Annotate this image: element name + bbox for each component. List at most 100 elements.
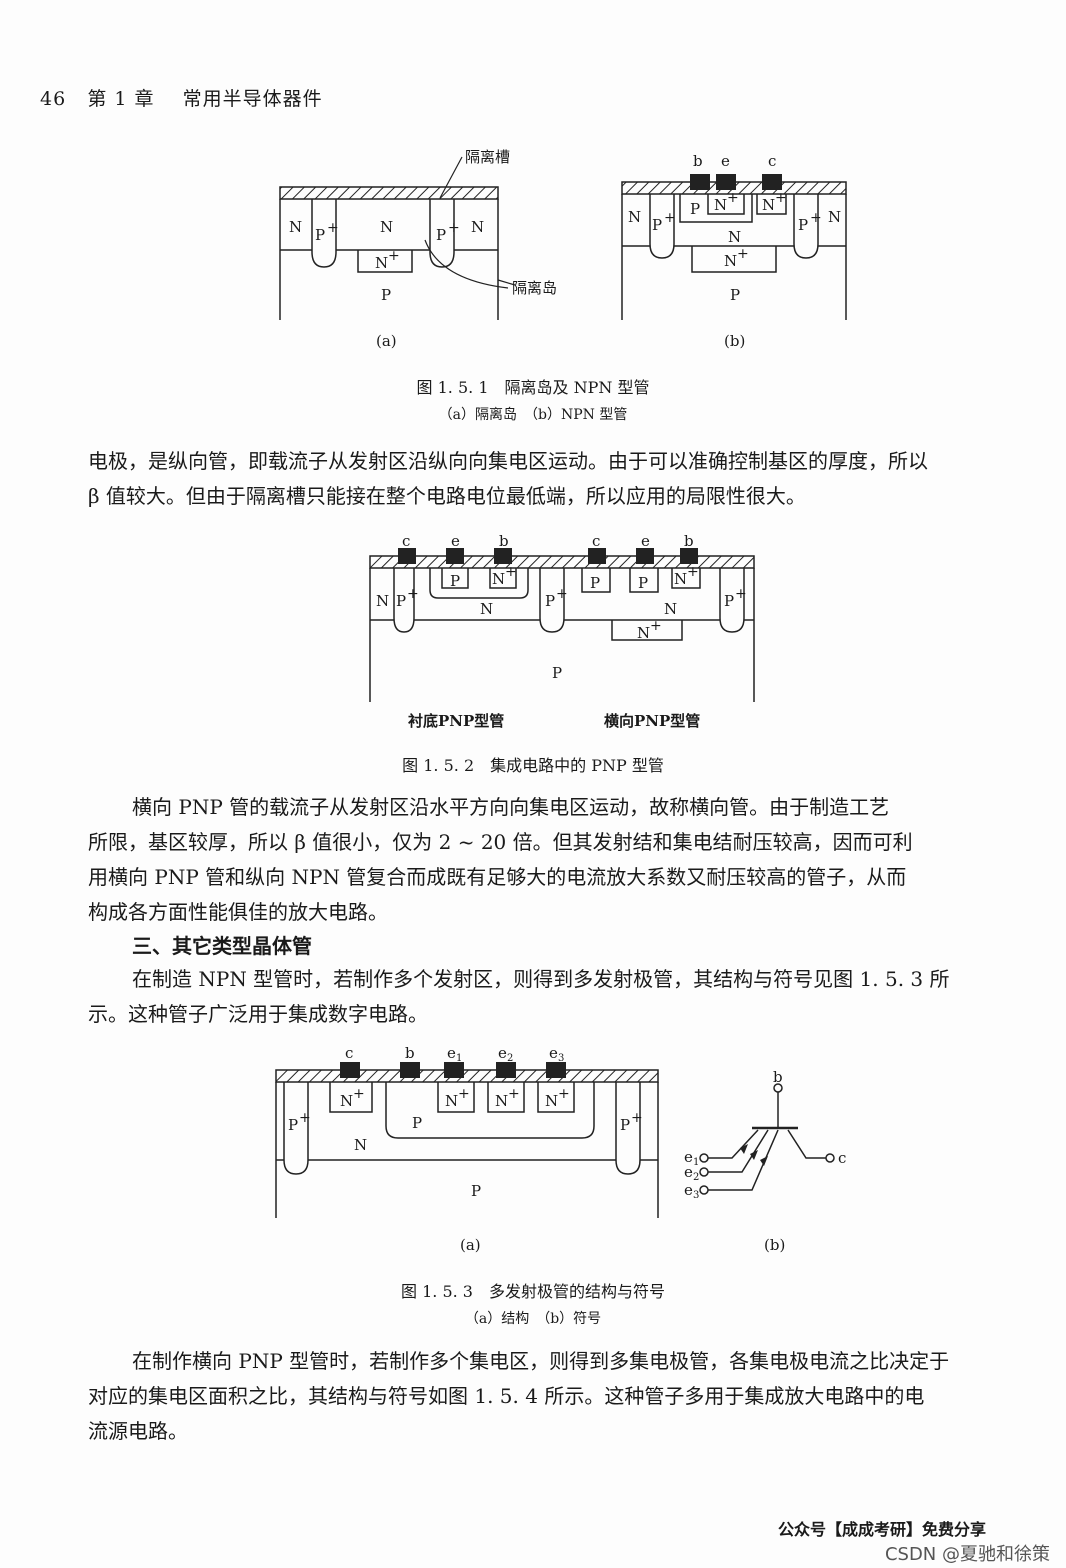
svg-text:+: +: [353, 1086, 365, 1102]
paragraph-3-line-1: 在制造 NPN 型管时，若制作多个发射区，则得到多发射极管，其结构与符号见图 1…: [132, 967, 950, 991]
section-heading-3: 三、其它类型晶体管: [132, 934, 312, 958]
paragraph-4-line-3: 流源电路。: [88, 1419, 188, 1443]
sub-label-a: (a): [376, 332, 397, 350]
paragraph-1-line-2: β 值较大。但由于隔离槽只能接在整个电路电位最低端，所以应用的局限性很大。: [88, 484, 806, 508]
figure-1-5-2: c e b c e b N P + P N + N P + P P N + N …: [369, 532, 755, 730]
svg-text:+: +: [388, 248, 400, 264]
region-p-collector: P: [590, 574, 600, 592]
left-electrode-c: c: [402, 532, 410, 550]
electrode-b: b: [693, 152, 703, 170]
region-p-plus-right: P: [798, 216, 808, 234]
region-n-plus-contact: N: [762, 196, 775, 214]
region-p-base: P: [690, 200, 700, 218]
region-n-plus-emitter: N: [714, 196, 727, 214]
figure-1-5-3a: c b e 1 e 2 e 3 P + N + P N + N + N + N …: [275, 1044, 659, 1254]
svg-text:+: +: [737, 246, 749, 262]
electrode-e3-subscript: 3: [558, 1053, 564, 1064]
electrode-c: c: [768, 152, 776, 170]
region-n-left: N: [289, 218, 302, 236]
label-isolation-groove: 隔离槽: [465, 148, 510, 166]
electrode-e3: e: [549, 1044, 558, 1062]
region-p-plus-left: P: [315, 226, 325, 244]
chapter-title: 常用半导体器件: [182, 88, 323, 110]
figure-1-5-1b: b e c N P + P N + N + N N + P + N P (b): [621, 152, 847, 350]
figure-caption-1-5-3: 图 1. 5. 3 多发射极管的结构与符号: [401, 1282, 665, 1301]
region-n-plus-collector: N: [340, 1092, 353, 1110]
svg-text:+: +: [458, 1086, 470, 1102]
label-isolation-island: 隔离岛: [512, 279, 557, 297]
page-header: 46 第 1 章 常用半导体器件: [40, 84, 323, 111]
region-n: N: [354, 1136, 367, 1154]
region-n-left: N: [628, 208, 641, 226]
region-n-left-body: N: [480, 600, 493, 618]
figure-1-5-1a: 隔离槽 隔离岛 N P + N N + P + N P (a): [279, 148, 557, 350]
figure-1-5-1: 隔离槽 隔离岛 N P + N N + P + N P (a) b e c N …: [279, 148, 847, 350]
region-p-substrate: P: [381, 286, 391, 304]
left-electrode-b: b: [499, 532, 509, 550]
figure-subcaption-1-5-1: （a）隔离岛 （b）NPN 型管: [438, 407, 628, 423]
region-p-plus-left: P: [288, 1116, 298, 1134]
svg-text:+: +: [727, 190, 739, 206]
electrode-b: b: [405, 1044, 415, 1062]
electrode-c: c: [345, 1044, 353, 1062]
svg-text:+: +: [650, 618, 662, 634]
region-p-plus-mid: P: [545, 592, 555, 610]
region-p-plus-right: P: [620, 1116, 630, 1134]
symbol-terminal-e1: e: [684, 1148, 693, 1166]
region-n-plus-e2: N: [495, 1092, 508, 1110]
svg-text:+: +: [735, 586, 747, 602]
symbol-terminal-e3-subscript: 3: [693, 1190, 699, 1201]
paragraph-3-line-2: 示。这种管子广泛用于集成数字电路。: [88, 1002, 428, 1026]
region-n-plus-e3: N: [545, 1092, 558, 1110]
symbol-terminal-c: c: [838, 1149, 846, 1167]
label-lateral-pnp: 横向PNP型管: [604, 712, 700, 730]
symbol-terminal-e2: e: [684, 1163, 693, 1181]
watermark: CSDN @夏驰和徐策: [884, 1544, 1050, 1565]
region-n-plus: N: [492, 570, 505, 588]
svg-text:+: +: [407, 586, 419, 602]
paragraph-4-line-2: 对应的集电区面积之比，其结构与符号如图 1. 5. 4 所示。这种管子多用于集成…: [88, 1384, 925, 1408]
svg-text:+: +: [775, 190, 787, 206]
svg-text:+: +: [556, 586, 568, 602]
region-p-plus: P: [396, 592, 406, 610]
region-n-plus-e1: N: [445, 1092, 458, 1110]
svg-text:+: +: [687, 564, 699, 580]
svg-text:+: +: [299, 1110, 311, 1126]
region-p-substrate: P: [471, 1182, 481, 1200]
paragraph-1-line-1: 电极，是纵向管，即载流子从发射区沿纵向向集电区运动。由于可以准确控制基区的厚度，…: [88, 449, 928, 473]
region-n-plus-base: N: [674, 570, 687, 588]
svg-text:+: +: [631, 1110, 643, 1126]
electrode-e2-subscript: 2: [507, 1053, 513, 1064]
region-n-plus-buried: N: [724, 252, 737, 270]
figure-1-5-3: c b e 1 e 2 e 3 P + N + P N + N + N + N …: [275, 1044, 846, 1254]
electrode-e2: e: [498, 1044, 507, 1062]
svg-text:+: +: [505, 564, 517, 580]
figure-subcaption-1-5-3: （a）结构 （b）符号: [464, 1311, 602, 1327]
figure-caption-1-5-2: 图 1. 5. 2 集成电路中的 PNP 型管: [402, 756, 664, 775]
figure-caption-1-5-1: 图 1. 5. 1 隔离岛及 NPN 型管: [416, 378, 650, 397]
region-p-emitter: P: [638, 574, 648, 592]
svg-text:+: +: [558, 1086, 570, 1102]
symbol-terminal-e2-subscript: 2: [693, 1172, 699, 1183]
region-n-right: N: [828, 208, 841, 226]
electrode-e1: e: [447, 1044, 456, 1062]
symbol-terminal-e1-subscript: 1: [693, 1157, 699, 1168]
footer-share-note: 公众号【成成考研】免费分享: [777, 1520, 986, 1539]
label-substrate-pnp: 衬底PNP型管: [408, 712, 504, 730]
svg-text:+: +: [327, 220, 339, 236]
chapter-number: 第 1 章: [87, 88, 155, 110]
paragraph-1: 电极，是纵向管，即载流子从发射区沿纵向向集电区运动。由于可以准确控制基区的厚度，…: [88, 444, 1040, 514]
paragraph-2: 横向 PNP 管的载流子从发射区沿水平方向向集电区运动，故称横向管。由于制造工艺…: [88, 790, 1040, 930]
paragraph-2-line-1: 横向 PNP 管的载流子从发射区沿水平方向向集电区运动，故称横向管。由于制造工艺: [132, 795, 890, 819]
region-n-right-body: N: [664, 600, 677, 618]
symbol-terminal-e3: e: [684, 1181, 693, 1199]
sub-label-b: (b): [724, 332, 745, 350]
region-p-base: P: [412, 1114, 422, 1132]
electrode-e1-subscript: 1: [456, 1053, 462, 1064]
paragraph-4-line-1: 在制作横向 PNP 型管时，若制作多个集电区，则得到多集电极管，各集电极电流之比…: [132, 1349, 950, 1373]
paragraph-2-line-2: 所限，基区较厚，所以 β 值很小，仅为 2 ~ 20 倍。但其发射结和集电结耐压…: [88, 830, 913, 854]
region-p: P: [450, 572, 460, 590]
page-number: 46: [40, 88, 67, 110]
paragraph-4: 在制作横向 PNP 型管时，若制作多个集电区，则得到多集电极管，各集电极电流之比…: [88, 1344, 1040, 1449]
region-n-collector: N: [728, 228, 741, 246]
